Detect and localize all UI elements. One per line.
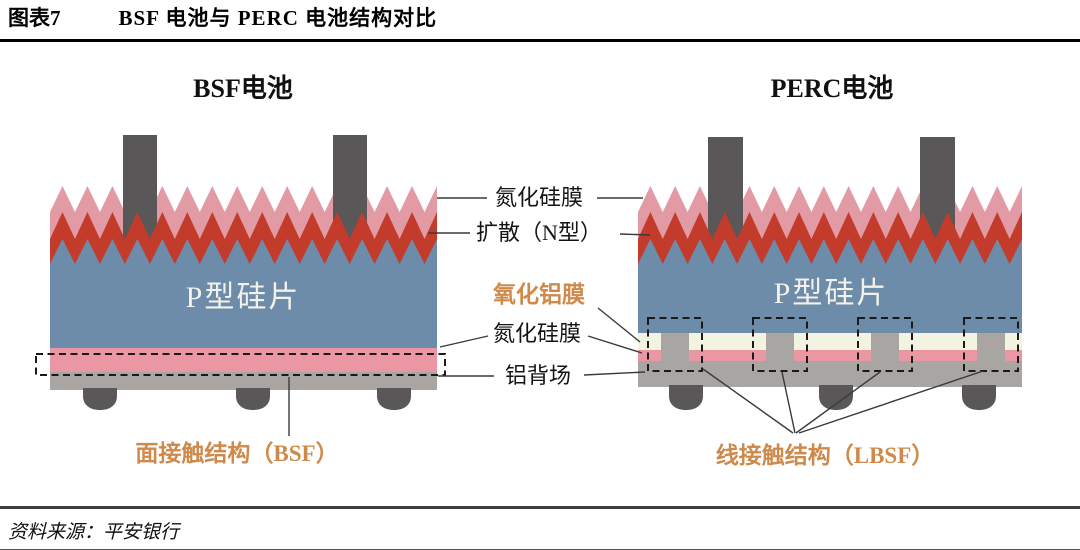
source-note: 资料来源：平安银行 (8, 522, 180, 543)
bsf-full-area-contact-dashed-box (35, 353, 446, 376)
bsf-back-electrode-bump (83, 388, 117, 410)
bsf-back-electrode-bump (236, 388, 270, 410)
perc-back-electrode-bump (669, 385, 703, 410)
perc-local-contact-dashed-box (963, 317, 1019, 372)
perc-local-contact-dashed-box (857, 317, 913, 372)
leader-line (587, 335, 643, 354)
perc-cell: PERC电池 P型硅片 线接触结 (638, 74, 1022, 468)
bsf-back-electrode-bump (377, 388, 411, 410)
leader-line (439, 335, 489, 348)
leader-line (619, 233, 651, 236)
perc-contact-label: 线接触结构（LBSF） (716, 442, 935, 468)
perc-contact-leader-line (795, 371, 881, 434)
perc-back-electrode-bump (962, 385, 996, 410)
leader-line (597, 307, 641, 343)
bsf-cell-title: BSF电池 (193, 74, 293, 103)
perc-back-nitride-layer (638, 350, 1022, 361)
perc-local-contact-dashed-box (647, 317, 703, 372)
layer-labels: 氮化硅膜 扩散（N型） 氧化铝膜 氮化硅膜 铝背场 (428, 185, 651, 388)
figure-label: 图表7 (8, 6, 61, 30)
perc-wafer-label: P型硅片 (774, 277, 889, 310)
figure-footer: 资料来源：平安银行 (0, 506, 1080, 550)
figure-header: 图表7 BSF 电池与 PERC 电池结构对比 (0, 0, 1080, 42)
figure-title: BSF 电池与 PERC 电池结构对比 (118, 6, 438, 30)
leader-line (583, 371, 646, 376)
perc-cell-title: PERC电池 (771, 74, 894, 103)
bsf-contact-label: 面接触结构（BSF） (135, 440, 338, 466)
perc-local-contact-column (977, 333, 1005, 387)
perc-p-type-wafer-layer (638, 239, 1022, 333)
label-silicon-nitride-front: 氮化硅膜 (495, 185, 583, 210)
perc-aluminium-oxide-layer (638, 333, 1022, 350)
perc-local-contact-column (661, 333, 689, 387)
bsf-cell: BSF电池 P型硅片 面接触结构（BSF） (35, 74, 446, 466)
label-diffusion-n-type: 扩散（N型） (476, 220, 602, 245)
perc-local-contact-dashed-box (752, 317, 808, 372)
label-silicon-nitride-back: 氮化硅膜 (493, 321, 581, 346)
perc-back-electrode-bump (819, 385, 853, 410)
perc-contact-leader-line (702, 368, 794, 434)
bsf-p-type-wafer-layer (50, 239, 437, 348)
label-aluminum-back-field: 铝背场 (505, 363, 571, 388)
perc-contact-leader-line (781, 371, 796, 434)
perc-aluminum-back-field-layer (638, 361, 1022, 387)
label-aluminium-oxide-film: 氧化铝膜 (492, 281, 585, 307)
perc-local-contact-column (766, 333, 794, 387)
bsf-back-nitride-layer (50, 348, 437, 372)
perc-contact-leader-line (798, 370, 984, 434)
bsf-wafer-label: P型硅片 (186, 281, 301, 314)
perc-local-contact-column (871, 333, 899, 387)
bsf-aluminum-back-field-layer (50, 372, 437, 390)
